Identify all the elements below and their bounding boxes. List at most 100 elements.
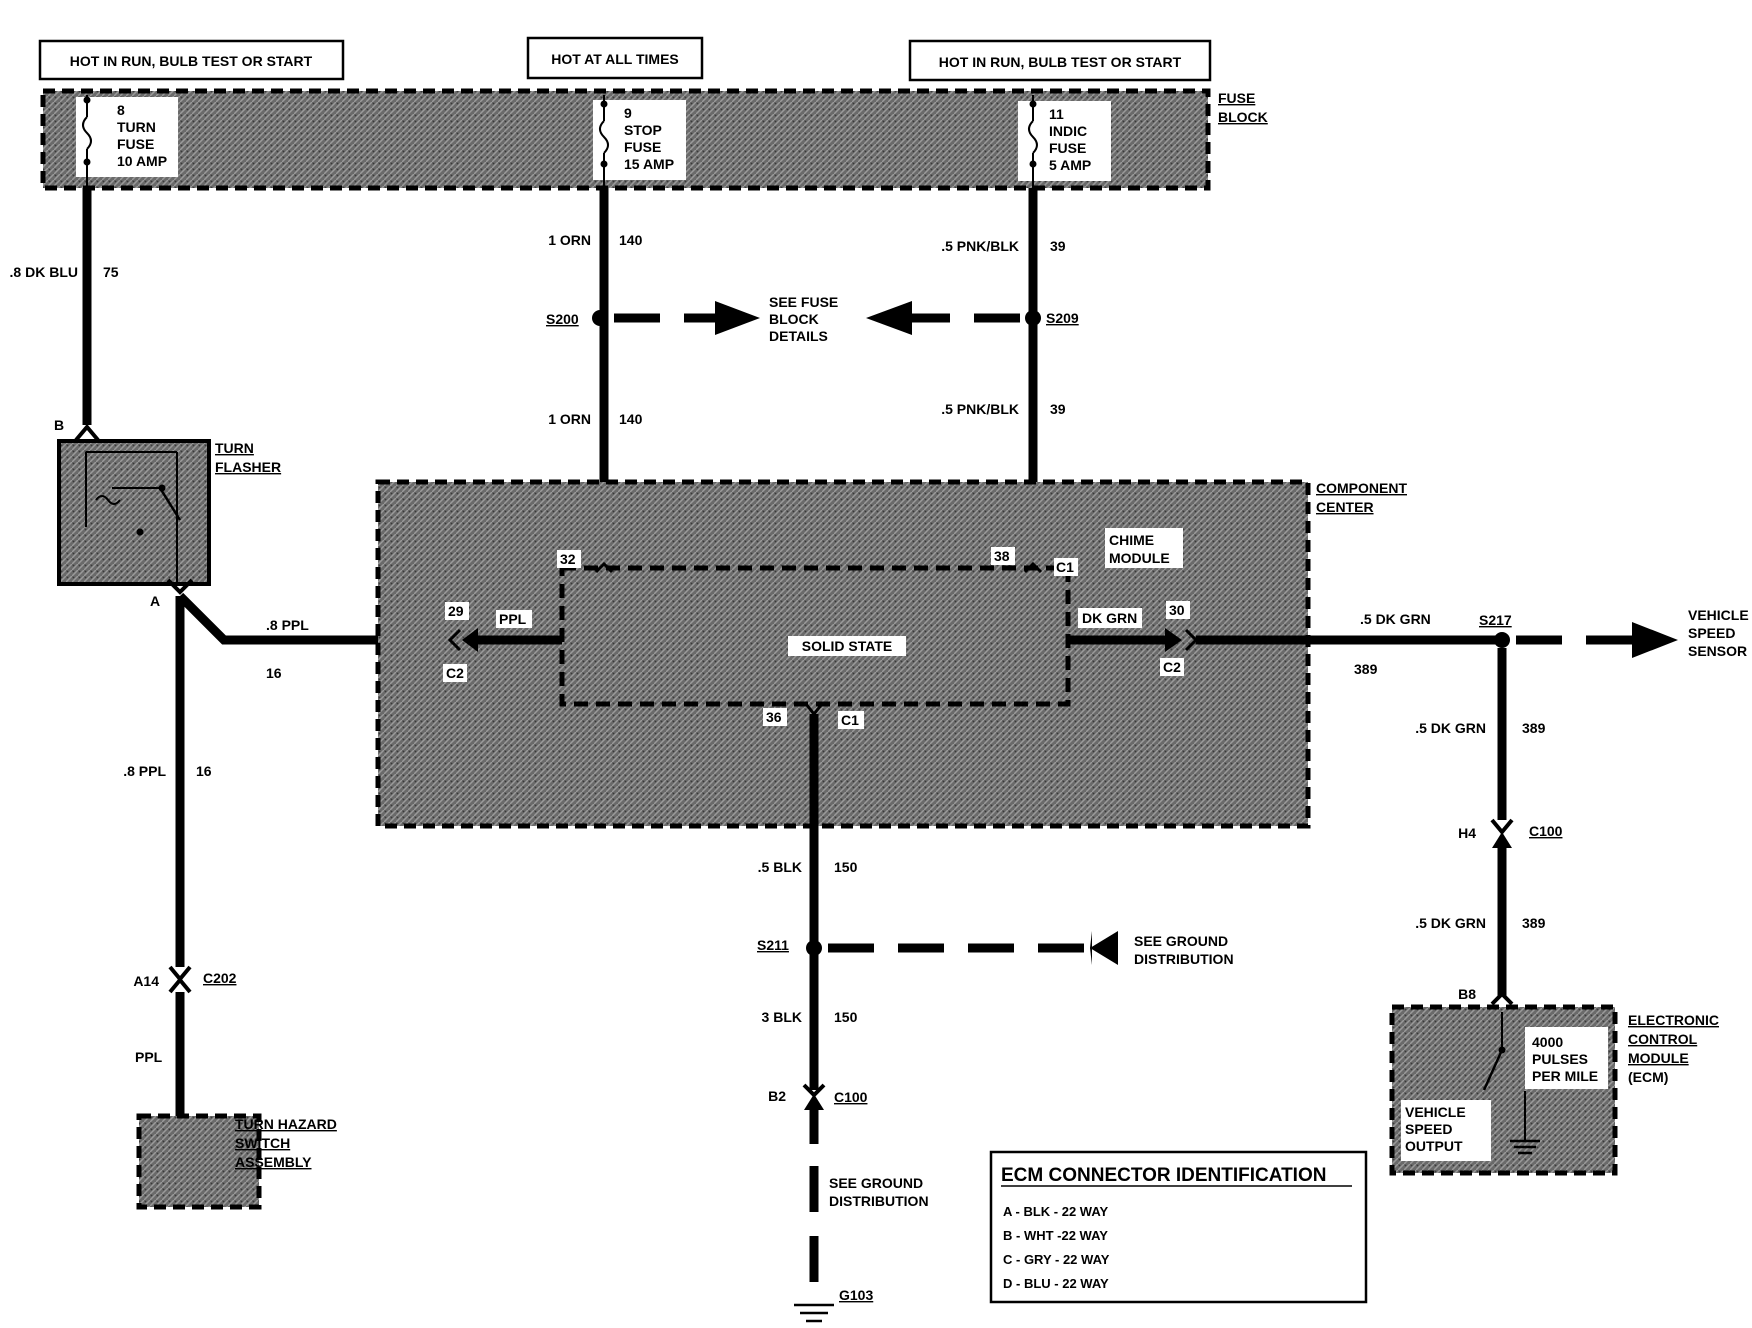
splice-s200-label: S200 <box>546 311 579 327</box>
c2-left-chevron <box>447 628 462 652</box>
label-blk-lower: 3 BLK <box>762 1009 802 1025</box>
pin-38-chevron <box>1023 561 1043 574</box>
hazard-label-1: TURN HAZARD <box>235 1116 337 1132</box>
svg-text:HOT AT ALL TIMES: HOT AT ALL TIMES <box>551 51 679 67</box>
hazard-label-3: ASSEMBLY <box>235 1154 312 1170</box>
ecm-connector-table: ECM CONNECTOR IDENTIFICATION A - BLK - 2… <box>989 1150 1368 1304</box>
ecm-pulses-2: PULSES <box>1532 1051 1588 1067</box>
ecm-table-row-d: D - BLU - 22 WAY <box>1003 1276 1109 1291</box>
c2-right: C2 <box>1163 659 1181 675</box>
vss-line-1: VEHICLE <box>1688 607 1749 623</box>
vss-line-3: SENSOR <box>1688 643 1747 659</box>
label-orn-lower: 1 ORN <box>548 411 591 427</box>
c100-left-label: C100 <box>834 1089 868 1105</box>
c1-bottom: C1 <box>841 712 859 728</box>
circuit-16-v: 16 <box>196 763 212 779</box>
see-ground-1-line-2: DISTRIBUTION <box>1134 951 1234 967</box>
c100-right-label: C100 <box>1529 823 1563 839</box>
fuse-8-line-4: 10 AMP <box>117 153 167 169</box>
fuse-11-line-1: 11 <box>1049 106 1064 122</box>
fuse-8-line-3: FUSE <box>117 136 154 152</box>
circuit-150-lower: 150 <box>834 1009 858 1025</box>
ecm-pulses-1: 4000 <box>1532 1034 1563 1050</box>
b8-label: B8 <box>1458 986 1476 1002</box>
ecm-output-2: SPEED <box>1405 1121 1452 1137</box>
see-fuse-line-2: BLOCK <box>769 311 819 327</box>
fuse-block-label: FUSE <box>1218 90 1255 106</box>
solid-state-label: SOLID STATE <box>802 638 892 654</box>
arrow-s211 <box>1090 931 1118 965</box>
fuse-9-line-2: STOP <box>624 122 662 138</box>
ground-g103 <box>794 1303 834 1323</box>
arrow-s217 <box>1632 622 1678 658</box>
connector-b-flasher <box>74 423 100 442</box>
fuse-9-line-4: 15 AMP <box>624 156 674 172</box>
connector-c100-right-top <box>1490 818 1514 836</box>
ppl-internal-label: PPL <box>499 611 527 627</box>
label-ppl-h: .8 PPL <box>266 617 309 633</box>
turn-hazard-switch <box>136 1113 262 1210</box>
label-pnk-lower: .5 PNK/BLK <box>941 401 1019 417</box>
circuit-75: 75 <box>103 264 119 280</box>
svg-text:HOT IN RUN, BULB TEST OR START: HOT IN RUN, BULB TEST OR START <box>939 54 1182 70</box>
c100-left-pin: B2 <box>768 1088 786 1104</box>
splice-s200 <box>592 310 608 326</box>
g103-label: G103 <box>839 1287 873 1303</box>
ppl-arrow <box>462 628 478 652</box>
ecm-table-row-b: B - WHT -22 WAY <box>1003 1228 1108 1243</box>
chime-label-1: CHIME <box>1109 532 1154 548</box>
fuse-11-line-4: 5 AMP <box>1049 157 1091 173</box>
dk-grn-arrow <box>1165 628 1182 652</box>
connector-b8 <box>1490 991 1514 1006</box>
connector-c100-left-bottom <box>804 1094 824 1110</box>
circuit-39-lower: 39 <box>1050 401 1066 417</box>
ecm-label-4: (ECM) <box>1628 1069 1668 1085</box>
see-fuse-line-1: SEE FUSE <box>769 294 838 310</box>
flasher-pin-b: B <box>54 417 64 433</box>
header-center: HOT AT ALL TIMES <box>526 36 704 80</box>
circuit-39-upper: 39 <box>1050 238 1066 254</box>
fuse-8-line-1: 8 <box>117 102 125 118</box>
wire-ppl-horizontal <box>176 592 452 645</box>
pin-32: 32 <box>560 551 576 567</box>
pin-30: 30 <box>1169 602 1185 618</box>
ecm-label-1: ELECTRONIC <box>1628 1012 1719 1028</box>
see-ground-2-line-1: SEE GROUND <box>829 1175 923 1191</box>
circuit-389-v2: 389 <box>1522 915 1546 931</box>
arrow-s209 <box>866 301 912 335</box>
c1-top: C1 <box>1056 559 1074 575</box>
label-orn-upper: 1 ORN <box>548 232 591 248</box>
ecm-table-title: ECM CONNECTOR IDENTIFICATION <box>1001 1165 1326 1186</box>
ecm-pulses-3: PER MILE <box>1532 1068 1598 1084</box>
splice-s217 <box>1494 632 1510 648</box>
circuit-150-upper: 150 <box>834 859 858 875</box>
connector-c202-bottom <box>168 976 192 994</box>
c202-pin: A14 <box>133 973 159 989</box>
circuit-140-lower: 140 <box>619 411 643 427</box>
fuse-11: 11 INDIC FUSE 5 AMP <box>1018 95 1111 190</box>
ecm-internal-switch <box>1482 1012 1540 1155</box>
splice-s209-label: S209 <box>1046 310 1079 326</box>
label-ppl-v: .8 PPL <box>123 763 166 779</box>
header-left: HOT IN RUN, BULB TEST OR START <box>38 39 345 81</box>
ecm-label-2: CONTROL <box>1628 1031 1698 1047</box>
label-ppl-switch: PPL <box>135 1049 163 1065</box>
hazard-label-2: SWITCH <box>235 1135 290 1151</box>
circuit-389-v1: 389 <box>1522 720 1546 736</box>
circuit-16-h: 16 <box>266 665 282 681</box>
label-pnk-upper: .5 PNK/BLK <box>941 238 1019 254</box>
pin-38: 38 <box>994 548 1010 564</box>
pin-32-chevron <box>594 561 614 574</box>
splice-s217-label: S217 <box>1479 612 1512 628</box>
circuit-140-upper: 140 <box>619 232 643 248</box>
see-ground-2-line-2: DISTRIBUTION <box>829 1193 929 1209</box>
ecm-table-row-c: C - GRY - 22 WAY <box>1003 1252 1110 1267</box>
fuse-8-line-2: TURN <box>117 119 156 135</box>
arrow-s200 <box>715 301 760 335</box>
see-ground-1-line-1: SEE GROUND <box>1134 933 1228 949</box>
flasher-pin-a: A <box>150 593 160 609</box>
label-blk-upper: .5 BLK <box>758 859 802 875</box>
fuse-11-line-3: FUSE <box>1049 140 1086 156</box>
circuit-389-h: 389 <box>1354 661 1378 677</box>
